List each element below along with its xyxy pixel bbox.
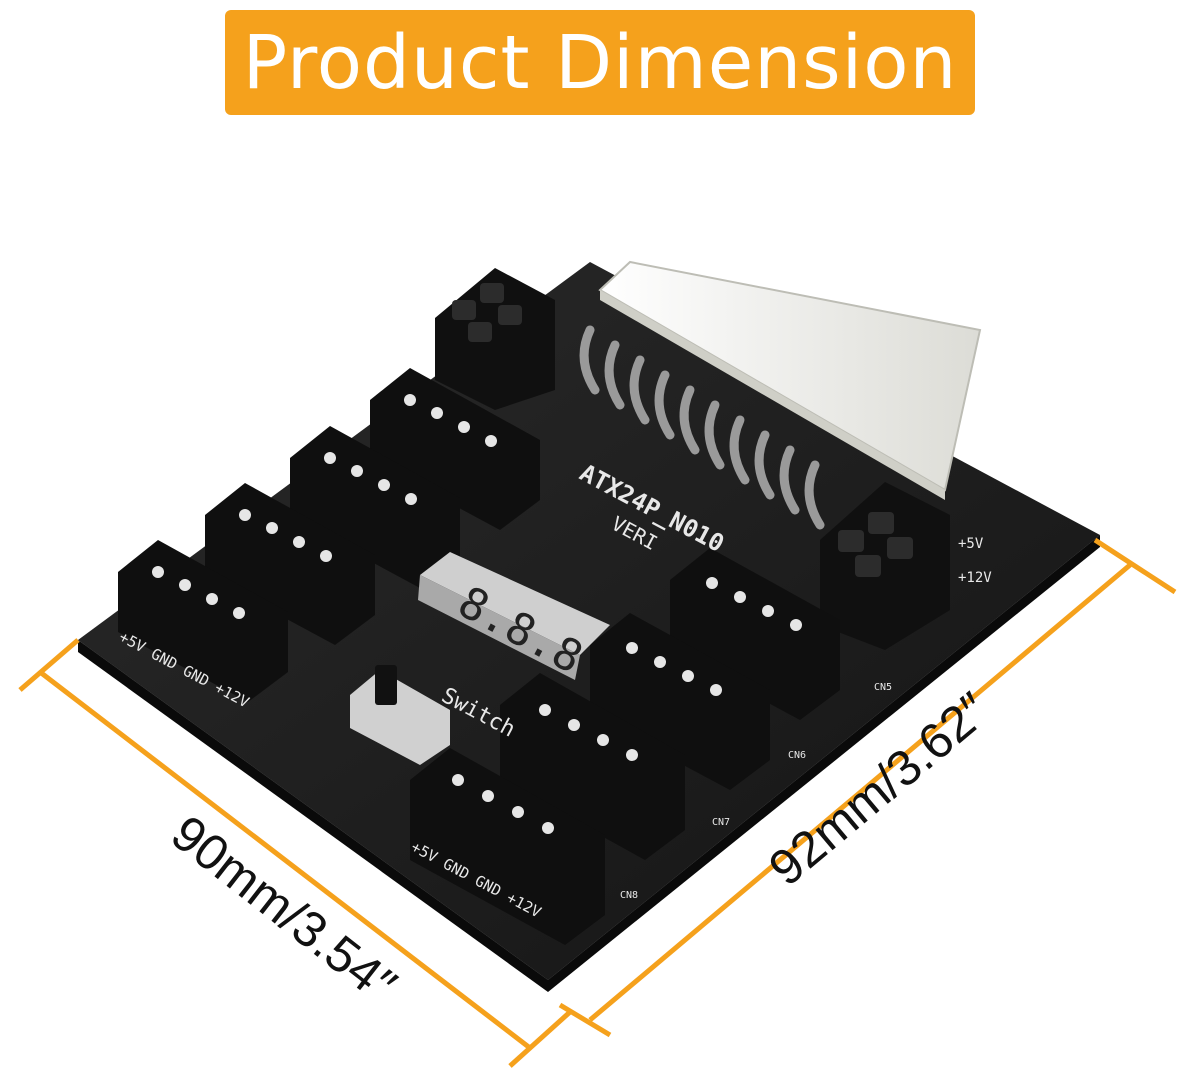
cn7-label: CN7 <box>712 817 730 828</box>
cn8-label: CN8 <box>620 890 638 901</box>
molex-connector-1 <box>370 368 540 530</box>
dimension-line-left <box>18 638 572 1068</box>
slide-switch <box>350 665 450 765</box>
plus5-label: +5V <box>958 536 984 552</box>
molex-connector-8 <box>410 748 605 945</box>
molex-connector-3 <box>205 483 375 645</box>
molex-connector-7 <box>500 673 685 860</box>
six-pin-connector-right <box>820 482 950 650</box>
molex-connector-4 <box>118 540 288 702</box>
molex-connector-2 <box>290 426 460 588</box>
molex-connector-5 <box>670 548 840 720</box>
banner-title: Product Dimension <box>242 19 958 106</box>
title-banner: Product Dimension <box>225 10 975 115</box>
cn5-label: CN5 <box>874 682 892 693</box>
dimension-line-right <box>558 537 1177 1038</box>
plus12-label: +12V <box>958 570 992 586</box>
atx-24pin-plug <box>579 260 982 530</box>
cn6-label: CN6 <box>788 750 806 761</box>
six-pin-connector-top <box>435 268 555 410</box>
molex-connector-6 <box>590 613 770 790</box>
